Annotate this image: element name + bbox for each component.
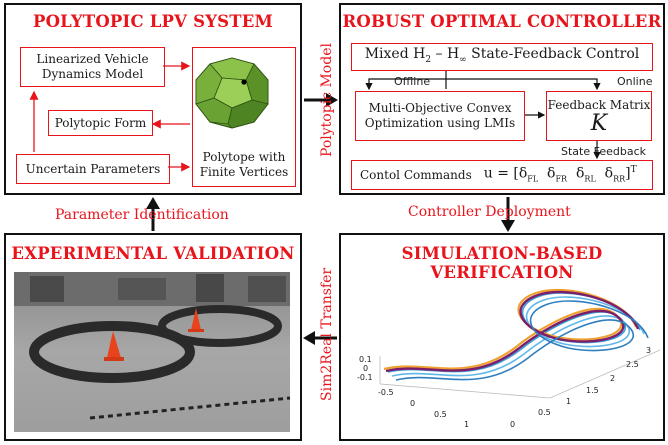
box-control-commands: Contol Commands u = [δFL δFR δRL δRR]T (351, 160, 653, 190)
y-tick-2: 1 (566, 397, 572, 406)
mixed-text: Mixed H2 – H∞ State-Feedback Control (364, 45, 640, 65)
feedback-K: K (590, 110, 608, 136)
panel-robust-controller: ROBUST OPTIMAL CONTROLLER Mixed H2 – H∞ … (339, 3, 665, 195)
box-uncertain-parameters: Uncertain Parameters (16, 154, 170, 184)
label-offline: Offline (394, 75, 431, 88)
panel-title-lpv: POLYTOPIC LPV SYSTEM (32, 12, 274, 31)
box-polytopic-form: Polytopic Form (48, 110, 153, 136)
arrow-label-controller-deployment: Controller Deployment (408, 204, 571, 220)
panel-simulation-verification: SIMULATION-BASED VERIFICATION (339, 233, 665, 441)
z-tick-1: 0 (363, 364, 369, 373)
y-tick-0: 0 (510, 420, 516, 429)
arrow-label-parameter-identification: Parameter Identification (55, 207, 229, 223)
y-tick-5: 2.5 (626, 360, 639, 369)
panel-title-experimental: EXPERIMENTAL VALIDATION (11, 244, 295, 263)
y-tick-6: 3 (646, 346, 652, 355)
y-tick-1: 0.5 (538, 408, 551, 417)
label-state-feedback: State Feedback (561, 145, 646, 158)
polytope-label: Polytope with Finite Vertices (199, 150, 289, 179)
x-tick-3: 1 (464, 420, 470, 429)
z-tick-2: -0.1 (357, 373, 373, 382)
box-lmi-optimization: Multi-Objective Convex Optimization usin… (355, 91, 525, 141)
panel-title-simulation: SIMULATION-BASED VERIFICATION (401, 244, 603, 282)
commands-equation: u = [δFL δFR δRL δRR]T (483, 165, 637, 184)
box-feedback-matrix: Feedback Matrix K (546, 91, 652, 141)
arrow-label-sim2real: Sim2Real Transfer (319, 267, 335, 401)
y-tick-4: 2 (610, 374, 616, 383)
y-tick-3: 1.5 (586, 386, 599, 395)
feedback-label: Feedback Matrix (547, 97, 651, 112)
label-online: Online (617, 75, 653, 88)
panel-title-controller: ROBUST OPTIMAL CONTROLLER (342, 12, 662, 31)
box-mixed-h2-hinf: Mixed H2 – H∞ State-Feedback Control (351, 43, 653, 71)
x-tick-2: 0.5 (434, 410, 447, 419)
arrow-label-polytopic-model: Polytopic Model (319, 43, 335, 157)
commands-label: Contol Commands (360, 167, 472, 182)
x-tick-0: -0.5 (378, 388, 394, 397)
box-linearized-model: Linearized Vehicle Dynamics Model (20, 47, 165, 87)
z-tick-0: 0.1 (359, 355, 372, 364)
x-tick-1: 0 (410, 399, 416, 408)
